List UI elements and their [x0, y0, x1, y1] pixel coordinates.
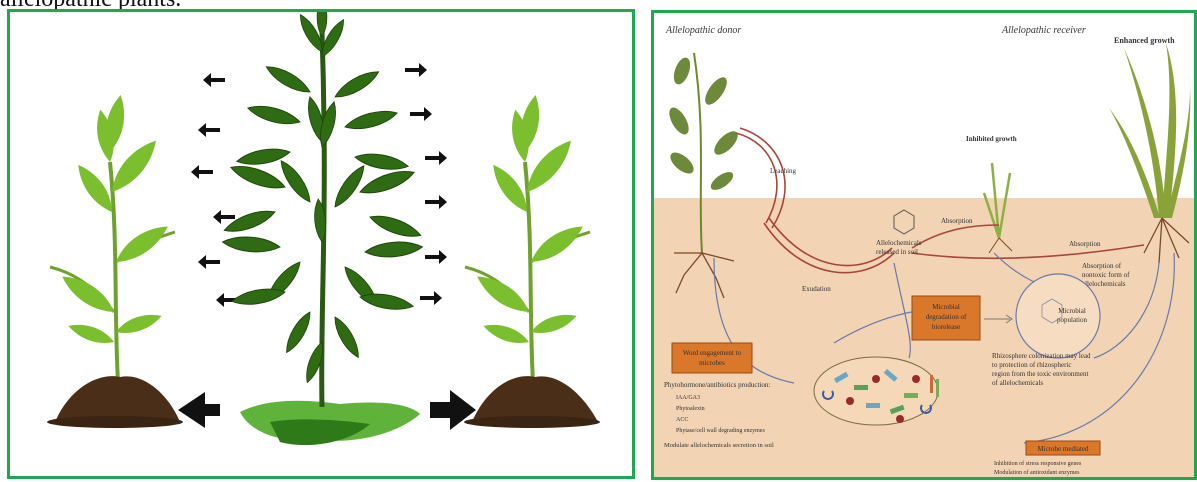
degradation-line3: biorelease	[932, 323, 960, 331]
arrow-icon	[410, 107, 432, 121]
enhanced-growth-label: Enhanced growth	[1114, 36, 1175, 45]
word-box-line1: Word engagement to	[683, 349, 742, 357]
inhibition-item: Inhibition of stress responsive genes	[994, 460, 1082, 467]
phyto-item-4: Phytase/cell wall degrading enzymes	[676, 428, 765, 434]
allelopathy-mechanism-diagram: Allelopathic donor Allelopathic receiver…	[654, 13, 1194, 477]
degradation-line1: Microbial	[932, 303, 960, 311]
left-arrows-group	[191, 73, 238, 307]
phyto-item-2: Phytoalexin	[676, 406, 705, 412]
center-allelopathic-plant	[222, 12, 423, 445]
degradation-line2: degradation of	[926, 313, 967, 321]
allelopathy-illustration	[10, 12, 632, 476]
inhibited-growth-label: Inhibited growth	[966, 135, 1017, 143]
phyto-item-3: ACC	[676, 417, 688, 423]
absorb-nontoxic-line1: Absorption of	[1082, 262, 1122, 270]
big-left-arrow-icon	[178, 392, 220, 428]
microbe-community-ellipse	[814, 357, 939, 425]
exudation-label: Exudation	[802, 285, 831, 293]
arrow-icon	[420, 291, 442, 305]
rhizo-line4: of allelochemicals	[992, 379, 1043, 387]
donor-title: Allelopathic donor	[665, 25, 741, 36]
released-label-line2: released in soil	[876, 248, 918, 256]
released-label-line1: Allelochemicals	[876, 239, 922, 247]
arrow-icon	[425, 195, 447, 209]
arrow-icon	[198, 255, 220, 269]
arrow-icon	[405, 63, 427, 77]
absorption-label: Absorption	[941, 217, 973, 225]
phyto-heading: Phytohormone/antibiotics production:	[664, 381, 770, 389]
modulation-item: Modulation of antioxidant enzymes	[994, 469, 1080, 476]
allelopathy-mechanism-panel: Allelopathic donor Allelopathic receiver…	[651, 10, 1197, 480]
population-line1: Microbial	[1058, 307, 1086, 315]
arrow-icon	[203, 73, 225, 87]
receiver-title: Allelopathic receiver	[1001, 25, 1086, 36]
microbial-population-circle: Microbial population	[1016, 274, 1100, 358]
word-box-line2: microbes	[699, 359, 725, 367]
rhizo-line2: to protection of rhizospheric	[992, 361, 1072, 369]
microbe-mediated-label: Microbe mediated	[1037, 445, 1089, 453]
right-arrows-group	[405, 63, 447, 305]
word-engagement-box: Word engagement to microbes	[672, 343, 752, 373]
absorb-nontoxic-line2: nontoxic form of	[1082, 271, 1130, 279]
leaching-label: Leaching	[770, 167, 797, 175]
arrow-icon	[198, 123, 220, 137]
absorption-label-2: Absorption	[1069, 240, 1101, 248]
arrow-icon	[213, 210, 235, 224]
microbe-mediated-box: Microbe mediated	[1026, 441, 1100, 455]
arrow-icon	[191, 165, 213, 179]
rhizo-line3: region from the toxic environment	[992, 370, 1088, 378]
modulate-note: Modulate allelochemicals secretion in so…	[664, 442, 774, 449]
arrow-icon	[425, 151, 447, 165]
rhizo-line1: Rhizosphere colonization may lead	[992, 352, 1091, 360]
population-line2: population	[1057, 316, 1087, 324]
phyto-item-1: IAA/GA3	[676, 395, 700, 401]
left-seedling	[47, 95, 183, 428]
microbial-degradation-box: Microbial degradation of biorelease	[912, 296, 980, 340]
allelopathy-illustration-panel	[7, 9, 635, 479]
right-seedling	[464, 95, 600, 428]
arrow-icon	[425, 250, 447, 264]
